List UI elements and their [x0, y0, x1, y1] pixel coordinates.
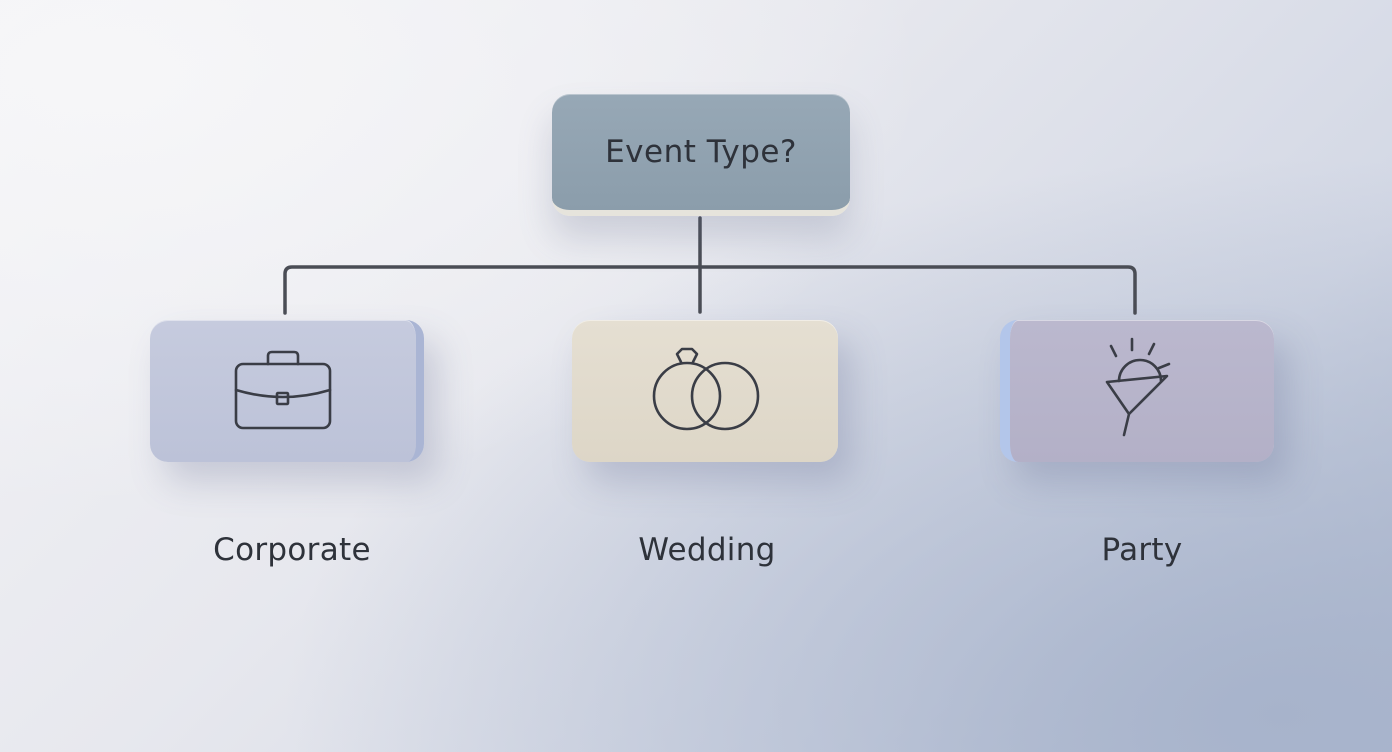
party-label: Party — [1101, 532, 1183, 568]
corporate-node — [150, 320, 424, 462]
briefcase-icon — [234, 350, 332, 430]
wedding-node — [572, 320, 838, 462]
connector-horizontal-bar — [283, 265, 1137, 315]
corporate-label: Corporate — [213, 532, 371, 568]
wedding-rings-icon — [652, 347, 760, 431]
party-popper-icon — [1105, 337, 1171, 437]
root-node: Event Type? — [552, 94, 850, 216]
root-label: Event Type? — [605, 134, 797, 170]
party-node — [1000, 320, 1274, 462]
wedding-label: Wedding — [638, 532, 776, 568]
